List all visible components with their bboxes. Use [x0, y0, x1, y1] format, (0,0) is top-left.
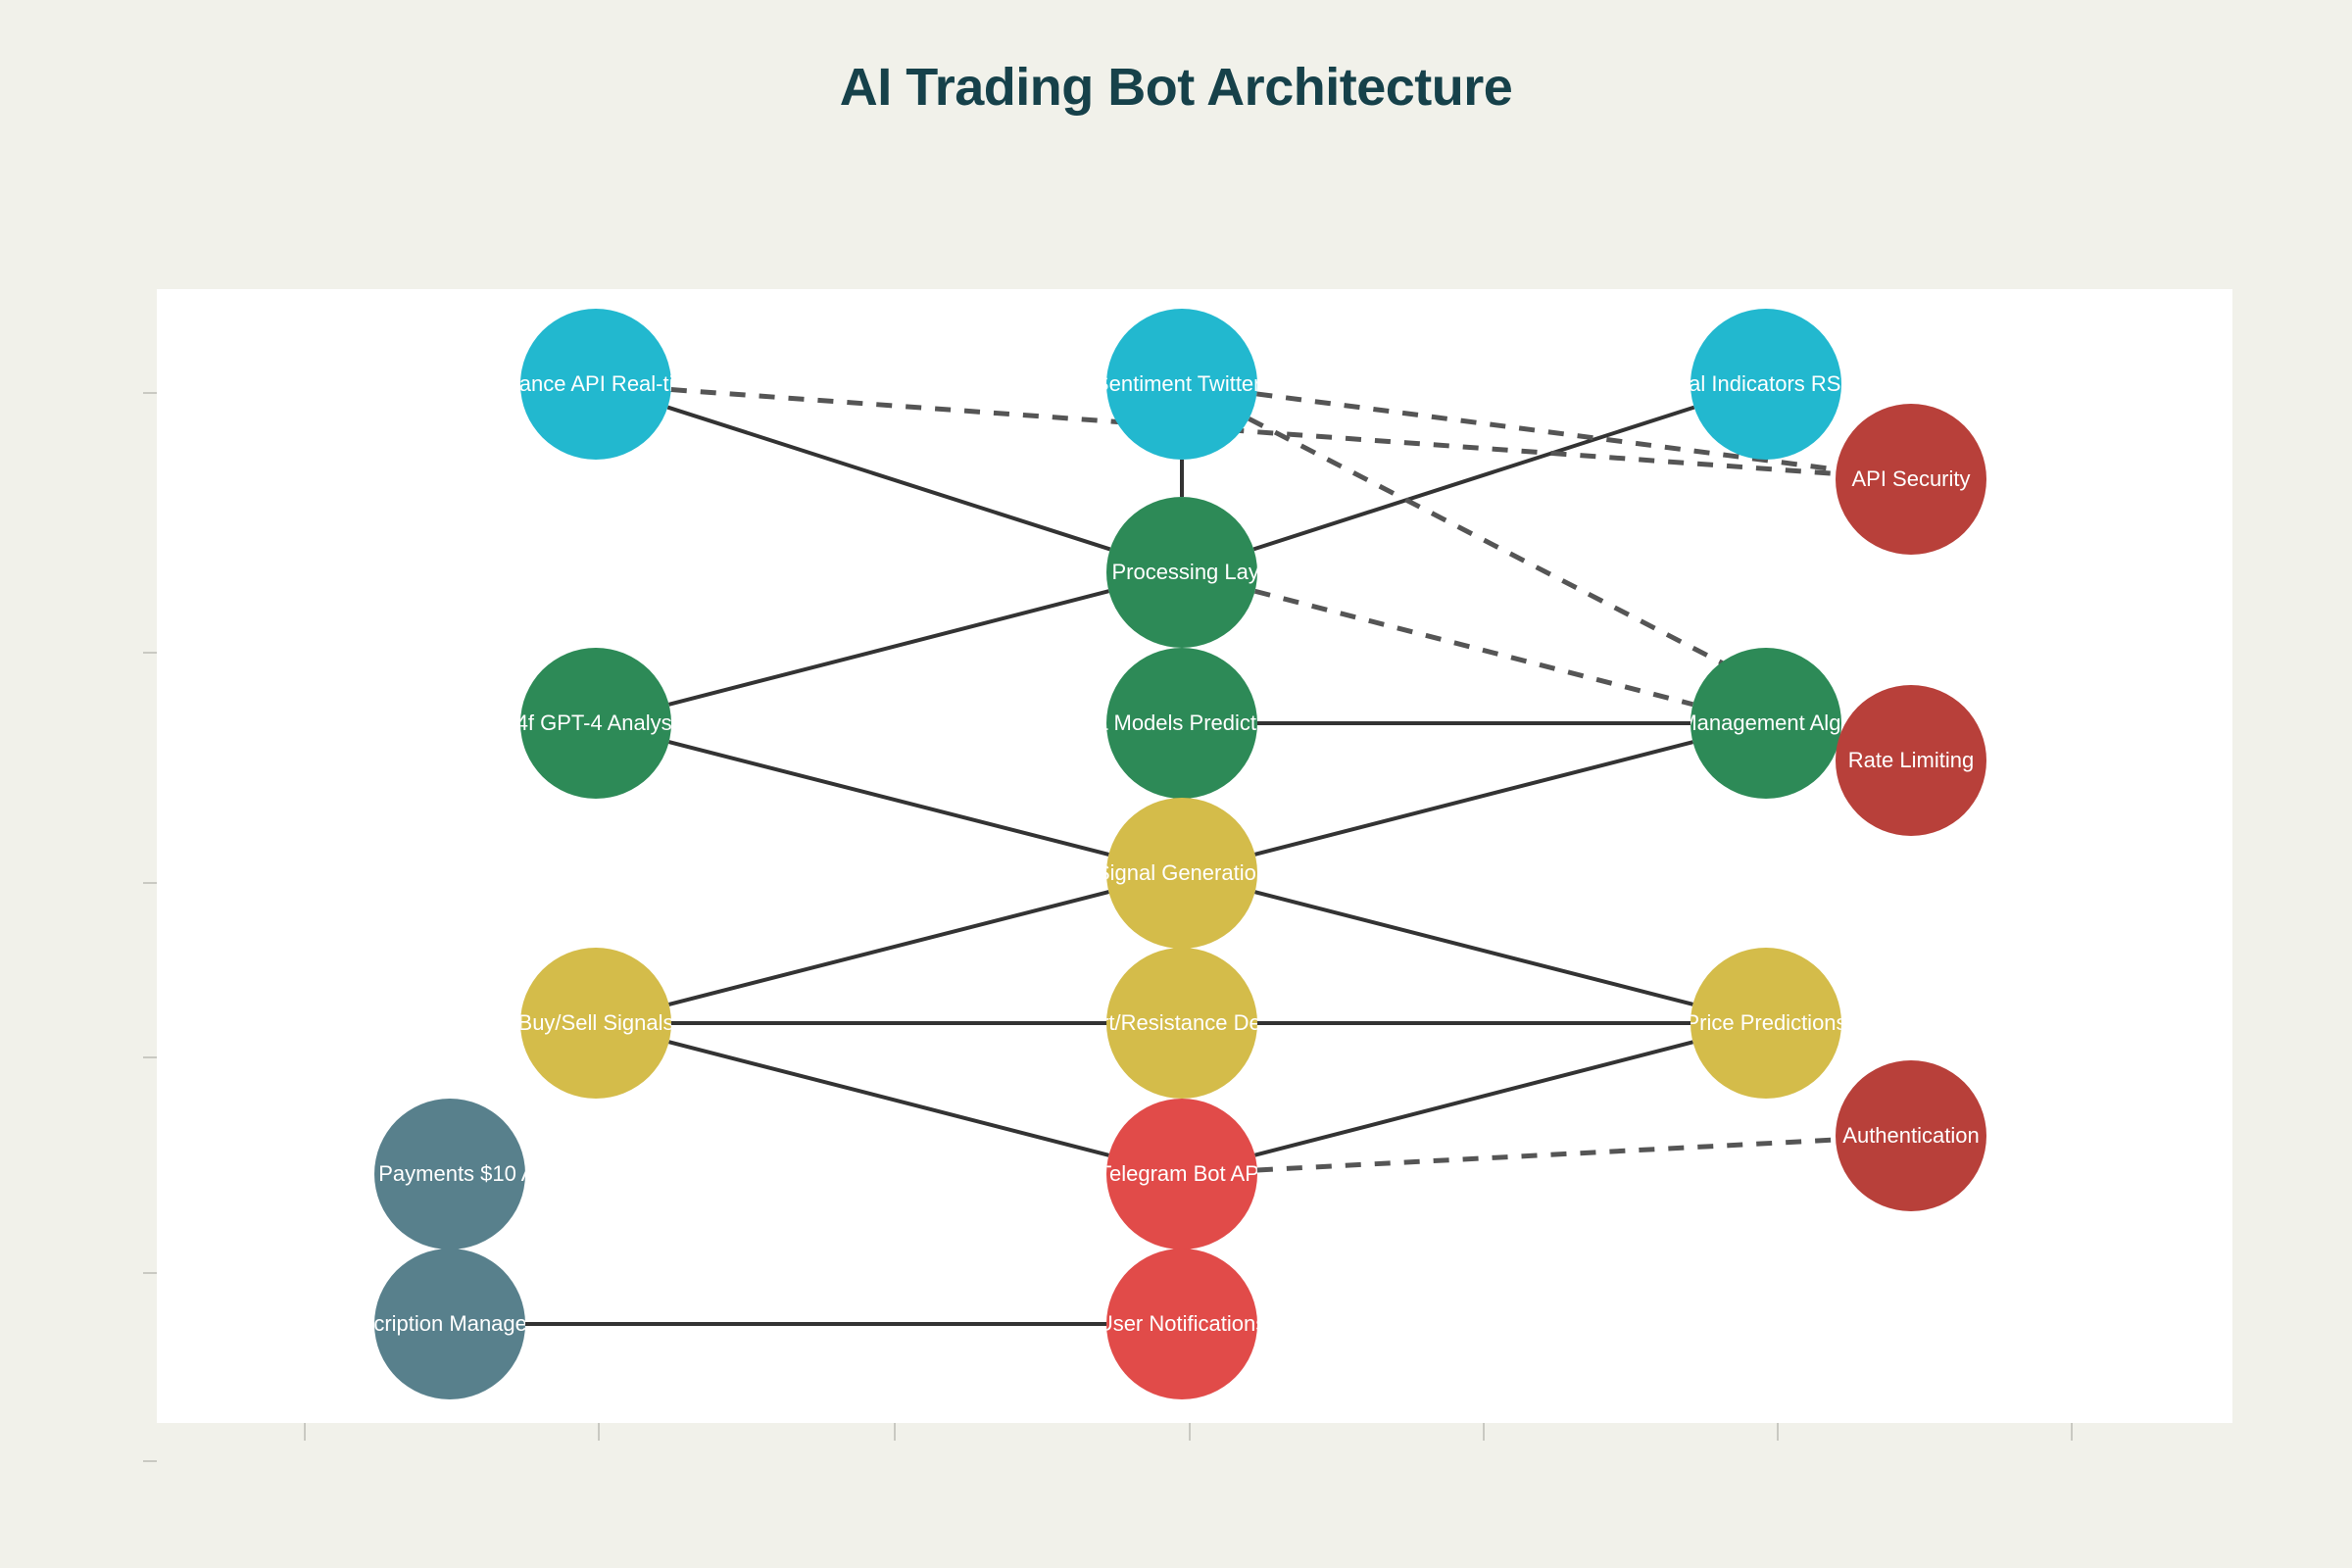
x-axis-tick	[1189, 1423, 1191, 1441]
graph-node-label: Signal Generation	[1106, 860, 1257, 885]
x-axis-tick	[598, 1423, 600, 1441]
y-axis-tick	[143, 1460, 157, 1462]
graph-node-label: Binance API Real-time	[520, 371, 671, 396]
graph-node-telegram-bot-api[interactable]: Telegram Bot API	[1106, 1099, 1257, 1250]
graph-node-label: Risk Management Algorithm	[1690, 710, 1841, 735]
graph-node-label: Price Predictions	[1690, 1010, 1841, 1035]
graph-node-label: Telegram Bot API	[1106, 1161, 1257, 1186]
graph-node-support-resistance[interactable]: Support/Resistance Detection	[1106, 948, 1257, 1099]
graph-node-ai-processing-layer[interactable]: AI Processing Layer	[1106, 497, 1257, 648]
x-axis-tick	[2071, 1423, 2073, 1441]
graph-node-price-predictions[interactable]: Price Predictions	[1690, 948, 1841, 1099]
graph-node-label: Crypto Payments $10 Access	[374, 1161, 525, 1186]
graph-node-binance-api[interactable]: Binance API Real-time	[520, 309, 671, 460]
y-axis-tick	[143, 1056, 157, 1058]
graph-node-label: API Security	[1851, 466, 1971, 491]
graph-node-label: Rate Limiting	[1847, 748, 1975, 772]
x-axis-tick	[1483, 1423, 1485, 1441]
graph-node-label: User Notifications	[1106, 1311, 1257, 1336]
y-axis-tick	[143, 882, 157, 884]
graph-node-label: Subscription Management	[374, 1311, 525, 1336]
graph-node-label: AI Processing Layer	[1106, 560, 1257, 584]
graph-node-risk-management[interactable]: Risk Management Algorithm	[1690, 648, 1841, 799]
graph-node-label: ML Models Prediction	[1106, 710, 1257, 735]
graph-node-label: Technical Indicators RSI/MACD	[1690, 371, 1841, 396]
graph-node-api-security[interactable]: API Security	[1836, 404, 1986, 555]
graph-node-signal-generation[interactable]: Signal Generation	[1106, 798, 1257, 949]
graph-node-crypto-payments[interactable]: Crypto Payments $10 Access	[374, 1099, 525, 1250]
x-axis-tick	[304, 1423, 306, 1441]
graph-node-authentication[interactable]: Authentication	[1836, 1060, 1986, 1211]
graph-node-rate-limiting[interactable]: Rate Limiting	[1836, 685, 1986, 836]
graph-node-subscription-mgmt[interactable]: Subscription Management	[374, 1249, 525, 1399]
graph-node-g4f-gpt4-analysis[interactable]: g4f GPT-4 Analysis	[520, 648, 671, 799]
graph-node-technical-indicators[interactable]: Technical Indicators RSI/MACD	[1690, 309, 1841, 460]
y-axis-tick	[143, 652, 157, 654]
y-axis-tick	[143, 1272, 157, 1274]
graph-node-buy-sell-signals[interactable]: Buy/Sell Signals	[520, 948, 671, 1099]
graph-node-ml-models-prediction[interactable]: ML Models Prediction	[1106, 648, 1257, 799]
graph-node-news-sentiment[interactable]: News Sentiment Twitter/Reddit	[1106, 309, 1257, 460]
graph-node-label: Buy/Sell Signals	[520, 1010, 671, 1035]
x-axis-tick	[1777, 1423, 1779, 1441]
graph-node-user-notifications[interactable]: User Notifications	[1106, 1249, 1257, 1399]
page-title: AI Trading Bot Architecture	[839, 58, 1513, 117]
graph-node-label: Support/Resistance Detection	[1106, 1010, 1257, 1035]
y-axis-tick	[143, 392, 157, 394]
graph-node-label: Authentication	[1842, 1123, 1980, 1148]
graph-node-label: News Sentiment Twitter/Reddit	[1106, 371, 1257, 396]
graph-node-label: g4f GPT-4 Analysis	[520, 710, 671, 735]
x-axis-tick	[894, 1423, 896, 1441]
